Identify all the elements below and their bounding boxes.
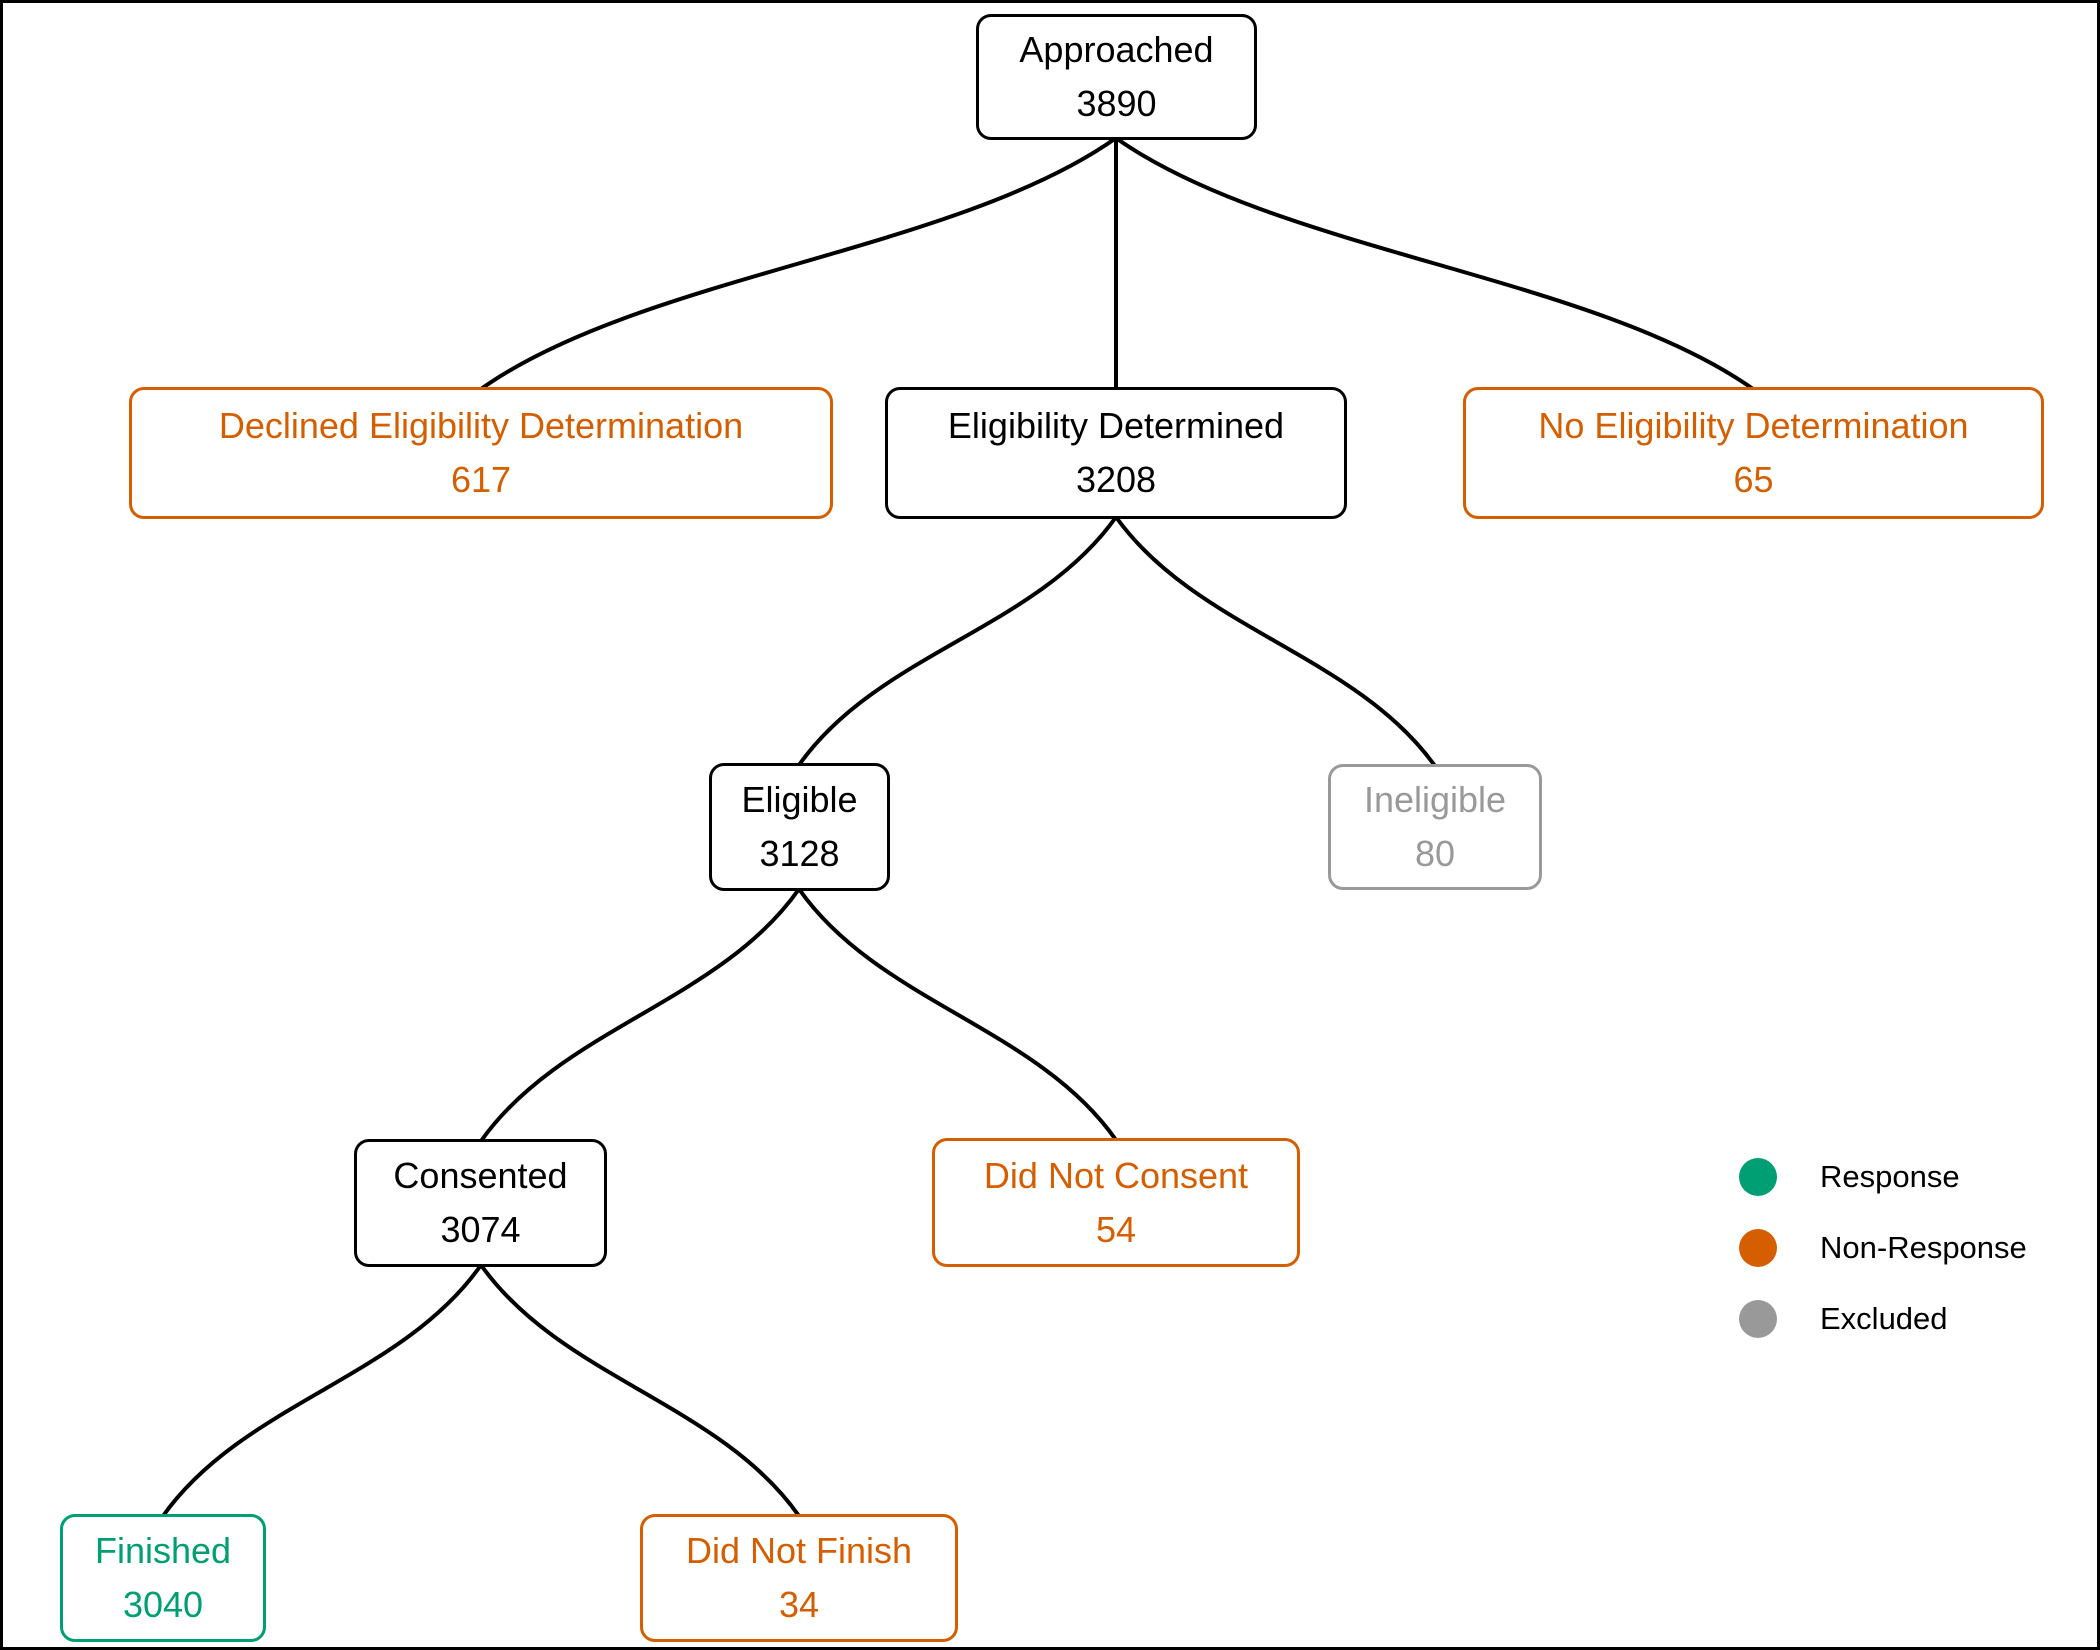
legend-item-excluded: Excluded xyxy=(1739,1295,2027,1342)
node-label: Did Not Consent xyxy=(983,1154,1249,1196)
node-consented: Consented 3074 xyxy=(354,1139,607,1267)
node-count: 617 xyxy=(450,459,512,500)
node-did-not-consent: Did Not Consent 54 xyxy=(932,1138,1300,1267)
edge-approached-no-eligibility xyxy=(1114,136,1755,391)
legend-item-response: Response xyxy=(1739,1153,2027,1200)
node-eligibility-determined: Eligibility Determined 3208 xyxy=(885,387,1347,519)
edge-eligibility-determined-ineligible xyxy=(1114,515,1437,768)
node-label: Consented xyxy=(393,1155,568,1196)
excluded-circle-icon xyxy=(1739,1299,1777,1338)
node-declined-eligibility-determination: Declined Eligibility Determination 617 xyxy=(129,387,833,519)
legend-label: Non-Response xyxy=(1820,1229,2027,1265)
node-count: 80 xyxy=(1414,833,1456,874)
node-label: Ineligible xyxy=(1363,779,1507,820)
edge-consented-finished xyxy=(161,1263,483,1518)
response-circle-icon xyxy=(1739,1157,1777,1196)
node-no-eligibility-determination: No Eligibility Determination 65 xyxy=(1463,387,2044,519)
legend-label: Excluded xyxy=(1820,1300,1948,1336)
node-did-not-finish: Did Not Finish 34 xyxy=(640,1514,958,1642)
node-count: 54 xyxy=(1095,1208,1137,1250)
node-label: Eligible xyxy=(741,779,858,820)
node-label: Declined Eligibility Determination xyxy=(218,405,744,446)
node-approached: Approached 3890 xyxy=(976,14,1257,140)
legend: Response Non-Response Excluded xyxy=(1739,1153,2027,1342)
edge-approached-declined xyxy=(479,136,1118,391)
non-response-circle-icon xyxy=(1739,1228,1777,1267)
node-finished: Finished 3040 xyxy=(60,1514,266,1642)
legend-item-non-response: Non-Response xyxy=(1739,1224,2027,1271)
edge-consented-did-not-finish xyxy=(479,1263,801,1518)
node-count: 3040 xyxy=(122,1584,204,1625)
node-count: 3890 xyxy=(1076,83,1157,124)
node-count: 34 xyxy=(778,1584,820,1625)
node-count: 3208 xyxy=(1075,459,1157,500)
connector-layer xyxy=(161,136,1755,1518)
node-label: Finished xyxy=(94,1530,232,1571)
node-eligible: Eligible 3128 xyxy=(709,763,890,891)
node-count: 65 xyxy=(1733,459,1774,500)
node-label: Eligibility Determined xyxy=(947,405,1285,446)
node-ineligible: Ineligible 80 xyxy=(1328,764,1542,890)
node-label: Did Not Finish xyxy=(685,1530,913,1571)
legend-label: Response xyxy=(1820,1158,1960,1194)
node-count: 3074 xyxy=(440,1209,521,1250)
node-label: No Eligibility Determination xyxy=(1538,405,1969,446)
edge-eligibility-determined-eligible xyxy=(797,515,1118,767)
node-label: Approached xyxy=(1019,29,1214,70)
edge-eligible-did-not-consent xyxy=(797,887,1118,1142)
edge-eligible-consented xyxy=(479,887,801,1143)
node-count: 3128 xyxy=(759,833,840,874)
